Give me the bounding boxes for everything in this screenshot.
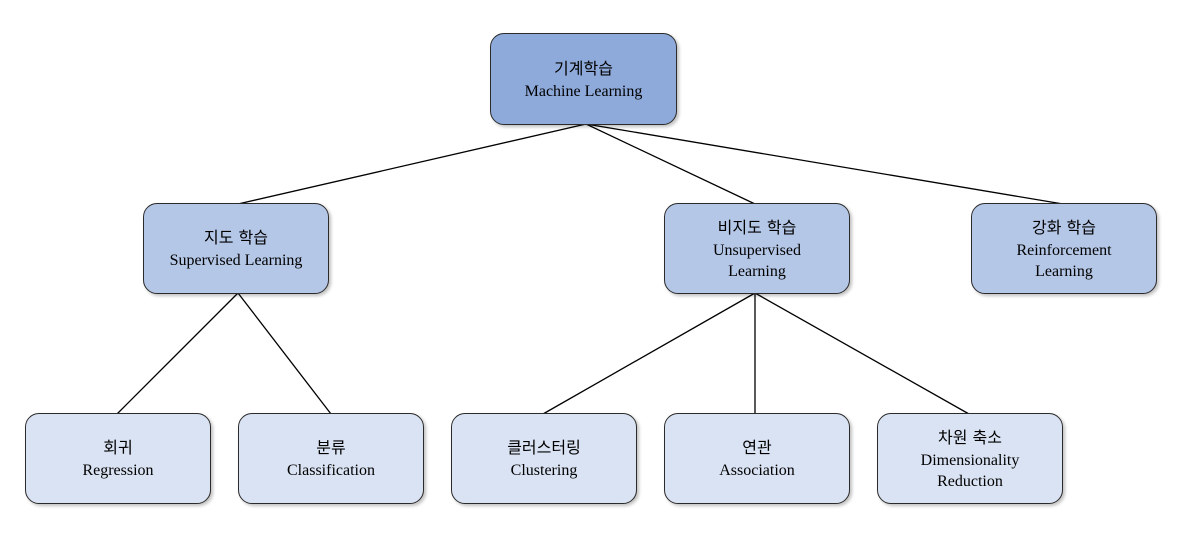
- node-label-ko: 지도 학습: [204, 228, 268, 247]
- node-label-en: Supervised Learning: [169, 252, 303, 269]
- node-association: 연관 Association: [664, 413, 850, 504]
- node-label-ko: 기계학습: [554, 58, 613, 78]
- node-label-en: Machine Learning: [524, 82, 643, 100]
- node-classification: 분류 Classification: [238, 413, 424, 504]
- node-label-en: Reinforcement Learning: [1016, 241, 1112, 280]
- node-label-en: Dimensionality Reduction: [920, 451, 1020, 490]
- connector-unsupervised-clustering: [542, 292, 756, 415]
- node-label-en: Regression: [82, 462, 154, 479]
- connector-root-unsupervised: [585, 123, 756, 205]
- node-machine-learning: 기계학습 Machine Learning: [490, 33, 677, 125]
- connector-supervised-classification: [237, 292, 332, 415]
- node-label-ko: 차원 축소: [938, 427, 1002, 447]
- connector-unsupervised-dimreduction: [754, 292, 970, 415]
- connector-root-reinforcement: [585, 123, 1064, 205]
- connector-root-supervised: [237, 123, 587, 205]
- node-label-ko: 클러스터링: [507, 438, 581, 457]
- node-label-en: Clustering: [510, 462, 578, 479]
- node-reinforcement-learning: 강화 학습 Reinforcement Learning: [971, 203, 1157, 294]
- node-label-ko: 강화 학습: [1032, 217, 1096, 237]
- node-label-ko: 분류: [316, 438, 346, 457]
- node-unsupervised-learning: 비지도 학습 Unsupervised Learning: [664, 203, 850, 294]
- node-label-ko: 회귀: [103, 438, 133, 457]
- connector-supervised-regression: [116, 292, 239, 415]
- node-clustering: 클러스터링 Clustering: [451, 413, 637, 504]
- node-regression: 회귀 Regression: [25, 413, 211, 504]
- node-label-ko: 연관: [742, 438, 772, 457]
- node-label-en: Classification: [287, 462, 375, 479]
- node-label-en: Unsupervised Learning: [713, 241, 801, 280]
- node-dimensionality-reduction: 차원 축소 Dimensionality Reduction: [877, 413, 1063, 504]
- node-label-en: Association: [719, 462, 795, 479]
- node-label-ko: 비지도 학습: [717, 217, 797, 237]
- node-supervised-learning: 지도 학습 Supervised Learning: [143, 203, 329, 294]
